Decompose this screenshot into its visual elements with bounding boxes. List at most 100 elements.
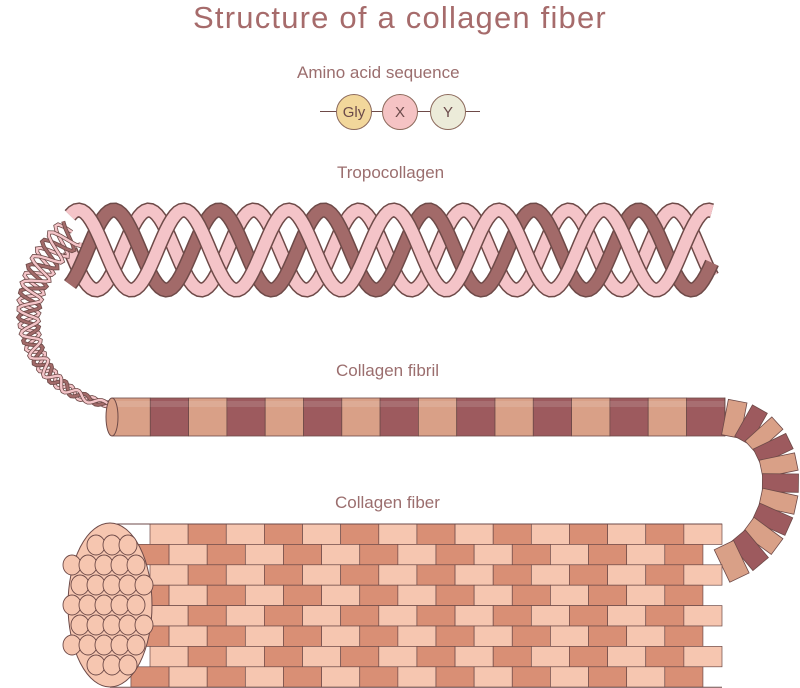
fiber-segment [283,544,322,566]
fiber-segment [378,605,418,627]
fibril-highlight [150,401,189,407]
fiber-segment [302,564,342,586]
amino-acid-y-label: Y [442,103,453,121]
fiber-fibril-end [62,634,82,656]
fiber-fibril-end [110,634,130,656]
fiber-segment [607,564,647,586]
fiber-segment [225,523,265,545]
fibril-band [456,397,496,437]
fiber-segment [511,544,551,566]
fiber-segment [340,564,380,586]
fiber-segment [378,523,418,545]
fiber-fibril-end [126,634,146,656]
fiber-fibril-end [118,614,138,636]
fibril-highlight [418,401,457,407]
fiber-segment [302,646,342,668]
fiber-segment [378,646,418,668]
fiber-segment [397,544,437,566]
helix-strand [65,204,718,297]
fiber-segment [321,544,361,566]
fiber-fibril-end [62,554,82,576]
fiber-segment [283,584,322,606]
fiber-segment [397,625,437,647]
fiber-segment [416,605,456,627]
fibril-band [226,397,266,437]
fiber-segment [416,523,456,545]
fibril-curve-band [752,432,794,465]
fibril-highlight [112,401,151,407]
fiber-fibril-end [70,574,90,596]
fiber-segment [454,523,494,545]
fiber-segment [435,625,475,647]
fibril-curve-band [741,516,784,556]
fiber-segment [607,523,647,545]
fiber-segment [187,564,227,586]
fiber-segment [359,625,399,647]
fiber-segment [588,625,628,647]
fiber-segment [626,544,666,566]
fiber-segment [588,544,628,566]
page-title: Structure of a collagen fiber [193,0,607,35]
fiber-segment [626,584,666,606]
fibril-curve [713,398,799,583]
fiber-segment [206,625,246,647]
fiber-segment [149,646,189,668]
fiber-fibril-end [110,594,130,616]
amino-acid-y: Y [430,94,466,130]
fibril-highlight [226,401,266,407]
fibril-band [417,397,458,437]
fiber-segment [454,564,494,586]
fibril-band [686,397,726,437]
fiber-fibril-end [118,534,138,556]
fiber-segment [264,646,303,668]
fiber-fibril-end [78,634,98,656]
fiber-segment [244,584,284,606]
fiber-segment [683,605,723,627]
fiber-fibril-end [134,574,154,596]
fiber-segment [416,646,456,668]
fibril-curve-band [734,404,768,446]
fiber-segment [550,584,589,606]
fiber-segment [168,584,208,606]
fiber-fibril-end [102,614,122,636]
fiber-segment [588,584,628,606]
fiber-segment [473,544,513,566]
fibril-curve-band [729,529,769,572]
fiber-fibril-end [126,554,146,576]
fiber-fibril-end [110,554,130,576]
fiber-fibril-end [94,594,114,616]
fibril-band [379,397,419,437]
tropocollagen-label: Tropocollagen [337,163,445,182]
fibril-highlight [686,401,725,407]
fiber-segment [569,523,608,545]
fiber-segment [283,666,322,688]
fiber-segment [435,584,475,606]
fiber-fibril-end [118,574,138,596]
fiber-fibril-end [94,634,114,656]
fiber-fibril-end [94,554,114,576]
fiber-fibril-end [134,614,154,636]
fiber-segment [206,544,246,566]
fiber-segment [492,523,532,545]
fiber-fibril-end [62,594,82,616]
fiber-segment [187,646,227,668]
fibril-curve-band [751,502,794,536]
fiber-fibril-end [102,574,122,596]
fiber-segment [340,605,380,627]
fiber-fibril-end [86,654,106,676]
tropocollagen-helix [63,202,719,298]
fiber-segment [244,625,284,647]
fibril-curve-band [713,539,750,583]
helix-strand [65,203,714,296]
fiber-segment [264,605,303,627]
fibril-band [149,397,190,437]
fiber-segment [244,666,284,688]
fibril-band [647,397,687,437]
fiber-segment [664,584,704,606]
fibril-highlight [303,401,342,407]
helix-tail [15,220,116,409]
fiber-segment [264,564,303,586]
collagen-fiber-bundle [62,522,723,688]
fiber-segment [530,564,570,586]
